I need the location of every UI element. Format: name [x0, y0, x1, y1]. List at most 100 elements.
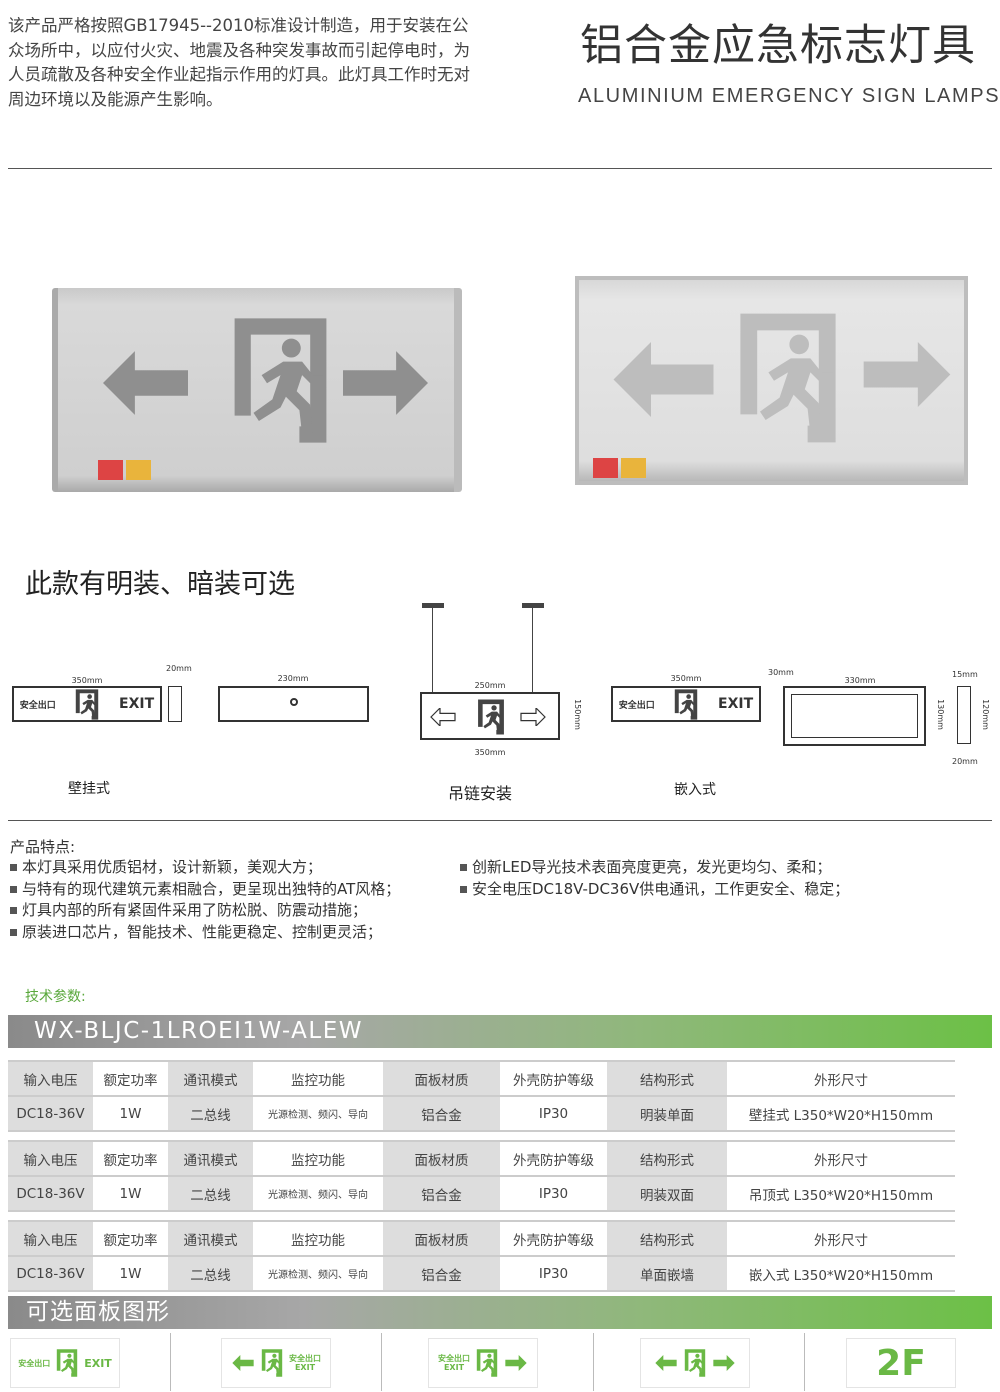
sign-text: EXIT: [119, 696, 155, 712]
spec-value-cell: 铝合金: [383, 1095, 500, 1132]
dimension-label: 120mm: [980, 699, 990, 730]
ceiling-mount: [522, 603, 544, 608]
spec-header-cell: 监控功能: [253, 1220, 383, 1256]
chain: [532, 608, 533, 692]
back-view: [218, 686, 369, 722]
ceiling-mount: [422, 603, 444, 608]
separator: [170, 1333, 171, 1391]
feature-item: 创新LED导光技术表面亮度更亮，发光更均匀、柔和；: [460, 857, 849, 879]
feature-item: 原装进口芯片，智能技术、性能更稳定、控制更灵活；: [10, 922, 400, 944]
feature-item: 安全电压DC18V-DC36V供电通讯，工作更安全、稳定；: [460, 879, 849, 901]
features-right: 创新LED导光技术表面亮度更亮，发光更均匀、柔和； 安全电压DC18V-DC36…: [460, 857, 849, 900]
spec-value-cell: 光源检测、频闪、导向: [253, 1175, 383, 1212]
dimension-label: 15mm: [952, 670, 978, 679]
embedded-diagram: 安全出口 EXIT: [611, 686, 761, 722]
running-man-icon: [67, 688, 107, 721]
spec-header-cell: 面板材质: [383, 1060, 500, 1096]
spec-value-cell: 二总线: [168, 1095, 253, 1132]
spec-header-cell: 监控功能: [253, 1060, 383, 1096]
running-man-icon: [474, 1348, 500, 1378]
certification-label: [593, 458, 618, 478]
feature-item: 灯具内部的所有紧固件采用了防松脱、防震动措施；: [10, 900, 400, 922]
panel-text: EXIT: [84, 1356, 112, 1370]
spec-header-cell: 输入电压: [8, 1220, 93, 1256]
spec-header-row: 输入电压额定功率通讯模式监控功能面板材质外壳防护等级结构形式外形尺寸: [8, 1060, 955, 1096]
caption-embedded: 嵌入式: [674, 782, 716, 798]
embedded-box: [783, 686, 926, 746]
dimension-label: 20mm: [952, 757, 978, 766]
arrow-left-icon: [103, 348, 188, 418]
spec-header-cell: 面板材质: [383, 1220, 500, 1256]
wall-diagram: 安全出口 EXIT: [12, 686, 162, 722]
spec-header-row: 输入电压额定功率通讯模式监控功能面板材质外壳防护等级结构形式外形尺寸: [8, 1220, 955, 1256]
spec-header-cell: 面板材质: [383, 1140, 500, 1176]
separator: [381, 1333, 382, 1391]
divider: [8, 820, 992, 821]
spec-header-cell: 结构形式: [607, 1060, 727, 1096]
dimension-text: 350mm: [67, 676, 107, 685]
spec-value-cell: IP30: [500, 1095, 607, 1132]
dimension-label: 350mm: [670, 674, 702, 683]
spec-value-cell: IP30: [500, 1255, 607, 1292]
spec-header-cell: 额定功率: [93, 1140, 168, 1176]
intro-text: 该产品严格按照GB17945--2010标准设计制造，用于安装在公众场所中，以应…: [8, 16, 470, 109]
panel-text: 安全出口: [438, 1354, 470, 1363]
panel-option-floor: 2F: [846, 1338, 956, 1388]
panel-text: EXIT: [443, 1363, 465, 1372]
arrow-right-icon: [712, 1355, 736, 1371]
spec-header-cell: 额定功率: [93, 1220, 168, 1256]
page-subtitle: ALUMINIUM EMERGENCY SIGN LAMPS: [578, 85, 1000, 107]
spec-value-cell: 1W: [93, 1095, 168, 1132]
hanging-diagram: [420, 692, 560, 740]
arrow-left-icon: [611, 342, 716, 417]
spec-header-cell: 外形尺寸: [727, 1060, 955, 1096]
product-image-embedded: [575, 276, 968, 485]
divider: [8, 168, 992, 169]
spec-value-cell: 1W: [93, 1255, 168, 1292]
side-view: [168, 686, 182, 722]
dimension-label: 150mm: [572, 699, 582, 730]
spec-value-cell: DC18-36V: [8, 1255, 93, 1292]
spec-value-cell: 二总线: [168, 1255, 253, 1292]
spec-header-row: 输入电压额定功率通讯模式监控功能面板材质外壳防护等级结构形式外形尺寸: [8, 1140, 955, 1176]
sign-text: EXIT: [718, 696, 754, 712]
panel-text: EXIT: [294, 1363, 316, 1372]
running-man-icon: [666, 688, 706, 721]
spec-value-cell: 明装单面: [607, 1095, 727, 1132]
spec-header-cell: 输入电压: [8, 1060, 93, 1096]
spec-header-cell: 通讯模式: [168, 1140, 253, 1176]
spec-value-cell: 铝合金: [383, 1175, 500, 1212]
dimension-label: 230mm: [277, 674, 309, 683]
installation-diagrams: 350mm 20mm 安全出口 EXIT 230mm 250mm 150mm 3…: [0, 600, 1000, 810]
certification-label: [621, 458, 646, 478]
running-man-icon: [682, 1348, 708, 1378]
spec-header-cell: 通讯模式: [168, 1220, 253, 1256]
spec-value-cell: 光源检测、频闪、导向: [253, 1255, 383, 1292]
feature-item: 与特有的现代建筑元素相融合，更呈现出独特的AT风格；: [10, 879, 400, 901]
spec-header-cell: 外形尺寸: [727, 1140, 955, 1176]
spec-header-cell: 外壳防护等级: [500, 1140, 607, 1176]
dimension-label: 330mm: [844, 676, 876, 685]
arrow-left-icon: [654, 1355, 678, 1371]
spec-header-cell: 外壳防护等级: [500, 1060, 607, 1096]
tech-params-label: 技术参数:: [25, 989, 86, 1005]
caption-hanging: 吊链安装: [448, 784, 513, 803]
certification-label: [98, 460, 123, 480]
spec-value-cell: 二总线: [168, 1175, 253, 1212]
arrow-right-icon: [518, 708, 548, 726]
dimension-label: 20mm: [166, 664, 192, 673]
spec-header-cell: 外形尺寸: [727, 1220, 955, 1256]
features-left: 本灯具采用优质铝材，设计新颖，美观大方； 与特有的现代建筑元素相融合，更呈现出独…: [10, 857, 400, 943]
spec-value-cell: 明装双面: [607, 1175, 727, 1212]
dimension-label: 30mm: [768, 668, 794, 677]
mount-hole: [290, 698, 298, 706]
spec-value-cell: 光源检测、频闪、导向: [253, 1095, 383, 1132]
spec-header-cell: 额定功率: [93, 1060, 168, 1096]
feature-item: 本灯具采用优质铝材，设计新颖，美观大方；: [10, 857, 400, 879]
spec-value-cell: 壁挂式 L350*W20*H150mm: [727, 1095, 955, 1132]
